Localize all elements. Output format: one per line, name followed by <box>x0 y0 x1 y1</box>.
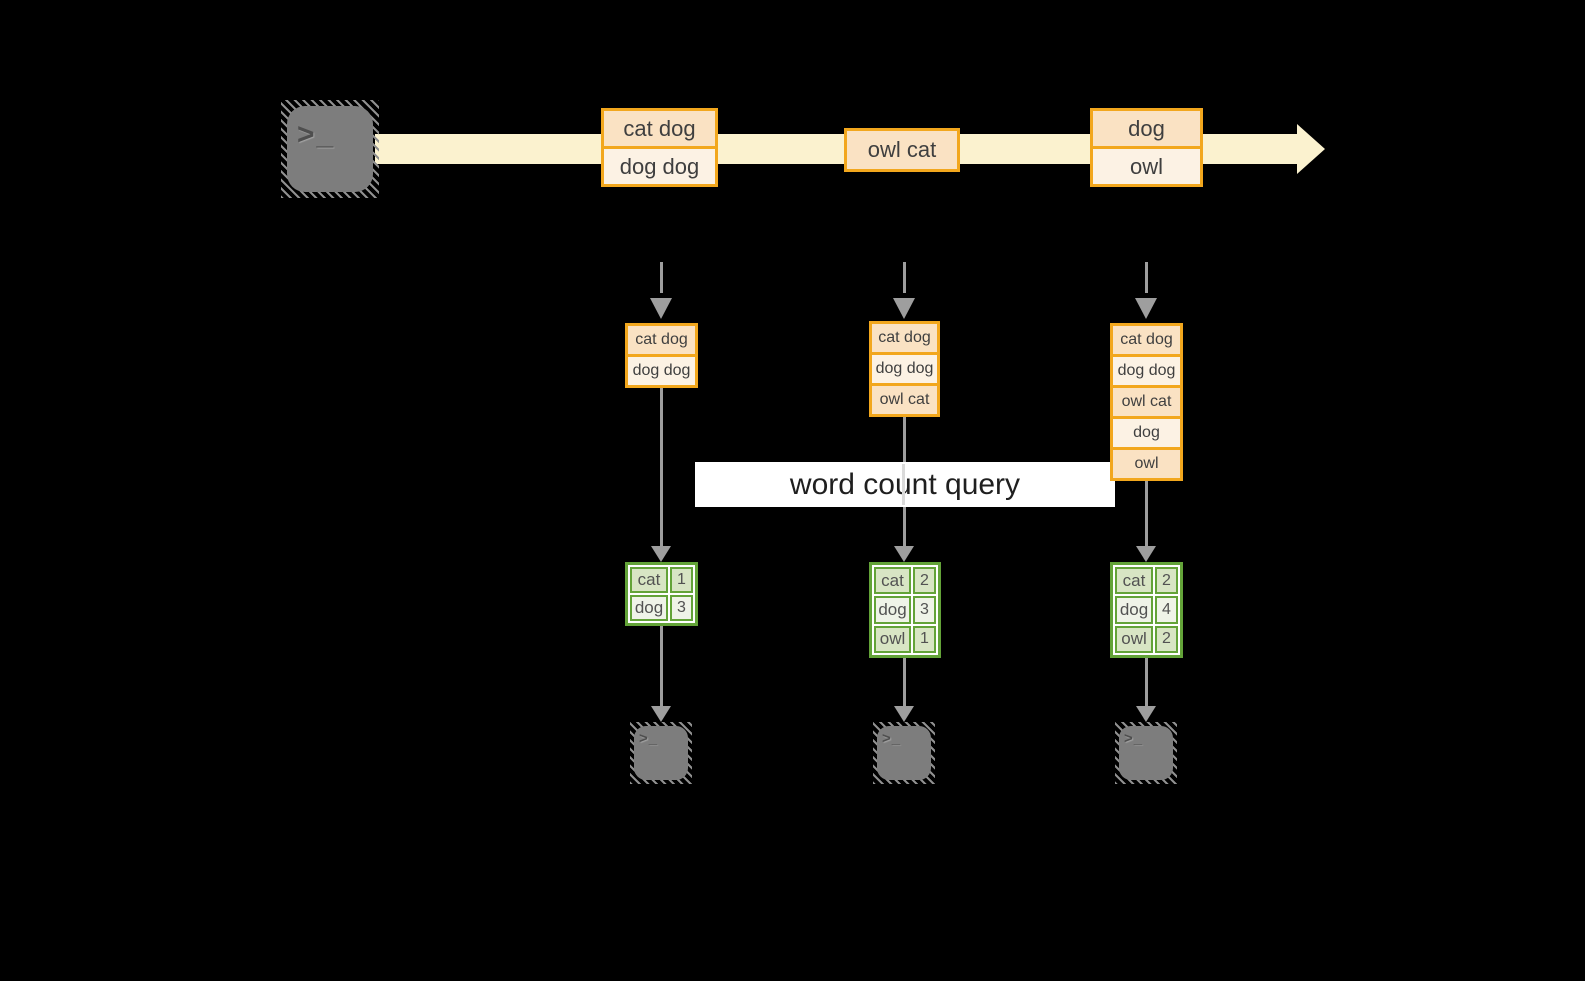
terminal-sink-icon: >_ <box>630 722 692 784</box>
batch-stack-2: cat dog dog dog owl cat <box>869 321 940 417</box>
stream-message-line: cat dog <box>601 108 718 149</box>
dashed-arrow-head <box>1135 298 1157 319</box>
count-word: cat <box>1115 567 1153 595</box>
count-value: 3 <box>913 596 936 624</box>
arrow-line <box>1145 658 1148 706</box>
arrow-head-icon <box>1136 546 1156 562</box>
count-table-1: cat 1 dog 3 <box>625 562 698 626</box>
count-table-3: cat 2 dog 4 owl 2 <box>1110 562 1183 658</box>
terminal-sink-body <box>634 726 688 780</box>
terminal-sink-body <box>877 726 931 780</box>
terminal-sink-icon: >_ <box>1115 722 1177 784</box>
batch-row: dog dog <box>1110 354 1183 388</box>
arrow-head-icon <box>894 546 914 562</box>
dashed-arrow-icon <box>893 262 915 319</box>
count-value: 3 <box>670 595 693 621</box>
count-word: dog <box>630 595 668 621</box>
count-word: dog <box>1115 596 1153 624</box>
count-table-2: cat 2 dog 3 owl 1 <box>869 562 941 658</box>
count-word: cat <box>630 567 668 593</box>
stream-message-line: dog <box>1090 108 1203 149</box>
arrow-line-over-label <box>902 464 905 505</box>
batch-row: dog dog <box>625 354 698 388</box>
stream-message-line: owl cat <box>844 128 960 172</box>
stream-message-1: cat dog dog dog <box>601 108 718 187</box>
terminal-source-icon: >_ <box>281 100 379 198</box>
count-word: owl <box>1115 625 1153 653</box>
arrow-head-icon <box>651 546 671 562</box>
dashed-arrow-icon <box>650 262 672 319</box>
arrow-head-icon <box>894 706 914 722</box>
arrow-head-icon <box>1136 706 1156 722</box>
arrow-line <box>1145 481 1148 546</box>
terminal-prompt-icon: >_ <box>1124 730 1144 747</box>
stream-message-line: owl <box>1090 146 1203 187</box>
batch-row: cat dog <box>1110 323 1183 357</box>
terminal-prompt-icon: >_ <box>882 730 902 747</box>
batch-row: owl cat <box>869 383 940 417</box>
batch-stack-3: cat dog dog dog owl cat dog owl <box>1110 323 1183 481</box>
count-word: owl <box>874 625 911 653</box>
arrow-line <box>660 386 663 546</box>
count-value: 1 <box>670 567 693 593</box>
terminal-prompt-icon: >_ <box>297 118 336 151</box>
count-value: 2 <box>913 567 936 595</box>
dashed-arrow-head <box>893 298 915 319</box>
stream-message-2: owl cat <box>844 128 960 172</box>
count-word: cat <box>874 567 911 595</box>
dashed-arrow-line <box>1144 262 1148 293</box>
terminal-prompt-icon: >_ <box>639 730 659 747</box>
stream-message-line: dog dog <box>601 146 718 187</box>
count-word: dog <box>874 596 911 624</box>
batch-row: cat dog <box>625 323 698 357</box>
batch-row: dog dog <box>869 352 940 386</box>
count-value: 4 <box>1155 596 1178 624</box>
batch-row: owl <box>1110 447 1183 481</box>
arrow-line <box>903 658 906 706</box>
arrow-line <box>660 626 663 706</box>
dashed-arrow-line <box>659 262 663 293</box>
count-value: 1 <box>913 625 936 653</box>
count-value: 2 <box>1155 625 1178 653</box>
arrow-head-icon <box>651 706 671 722</box>
count-value: 2 <box>1155 567 1178 595</box>
batch-row: cat dog <box>869 321 940 355</box>
terminal-sink-body <box>1119 726 1173 780</box>
dashed-arrow-icon <box>1135 262 1157 319</box>
batch-stack-1: cat dog dog dog <box>625 323 698 388</box>
batch-row: owl cat <box>1110 385 1183 419</box>
terminal-sink-icon: >_ <box>873 722 935 784</box>
batch-row: dog <box>1110 416 1183 450</box>
dashed-arrow-head <box>650 298 672 319</box>
stream-message-3: dog owl <box>1090 108 1203 187</box>
dashed-arrow-line <box>902 262 906 293</box>
word-count-query-label: word count query <box>695 462 1115 507</box>
stream-arrow-head-icon <box>1297 124 1325 174</box>
terminal-source-body <box>287 106 373 192</box>
